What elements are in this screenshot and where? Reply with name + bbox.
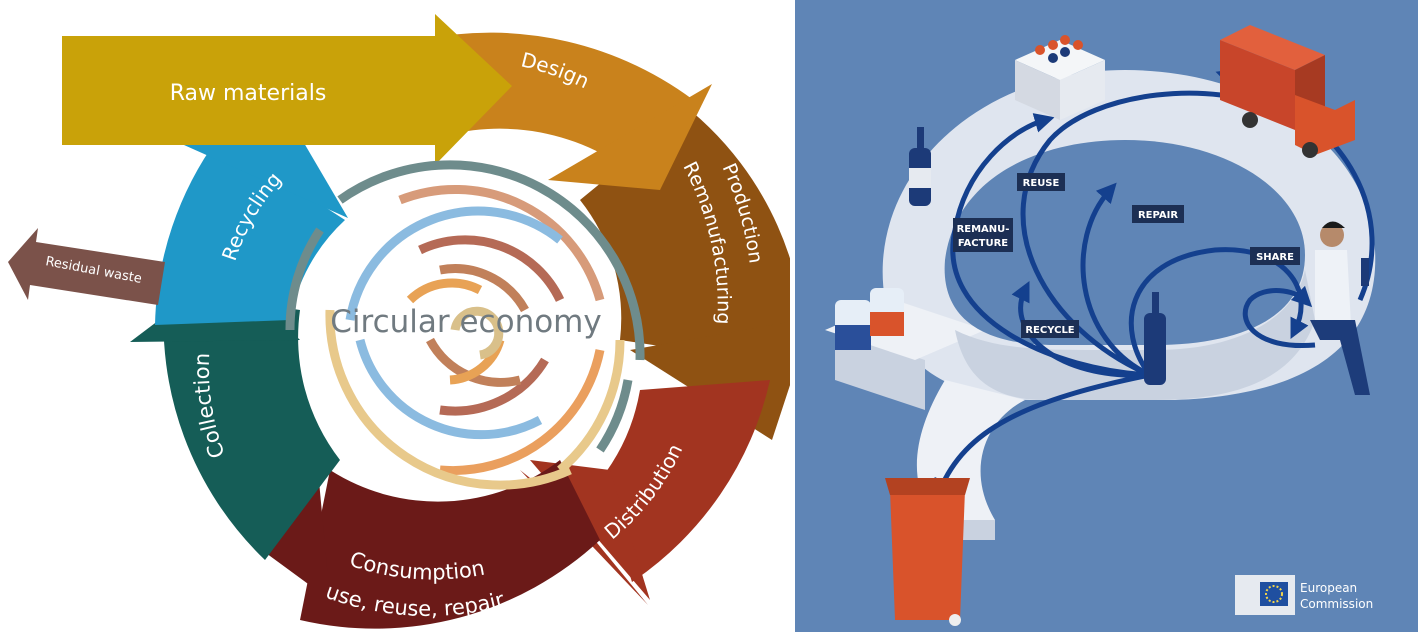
raw-materials-arrow: [62, 14, 512, 165]
logo-line-2: Commission: [1300, 597, 1373, 611]
distribution-segment: [600, 380, 770, 582]
collection-segment: [163, 290, 340, 560]
circular-economy-diagram: Raw materials Design Production Remanufa…: [8, 14, 812, 629]
consumption-arrowhead: [255, 470, 330, 600]
circular-economy-illustration: REUSE REMANU- FACTURE REPAIR SHARE RECYC…: [795, 0, 1418, 632]
crate-icon: [1015, 35, 1105, 120]
jars-icon: [835, 288, 904, 350]
reuse-tag: REUSE: [1017, 173, 1065, 191]
production-arrowhead: [630, 318, 812, 440]
inner-swirl: [285, 160, 645, 490]
illustration-svg: REUSE REMANU- FACTURE REPAIR SHARE RECYC…: [795, 0, 1418, 632]
svg-text:SHARE: SHARE: [1256, 252, 1294, 263]
logo-line-1: European: [1300, 581, 1357, 595]
svg-text:FACTURE: FACTURE: [958, 238, 1008, 249]
svg-text:RECYCLE: RECYCLE: [1025, 325, 1074, 336]
truck-icon: [1220, 25, 1355, 158]
eu-logo: European Commission: [1235, 575, 1373, 615]
recycle-tag: RECYCLE: [1021, 320, 1079, 338]
consumption-segment: [300, 460, 600, 629]
repair-tag: REPAIR: [1132, 205, 1184, 223]
raw-materials-label: Raw materials: [170, 81, 327, 106]
trash-bin-icon: [885, 478, 970, 626]
residual-waste-arrow: [8, 228, 165, 305]
cycle-svg: Raw materials Design Production Remanufa…: [8, 14, 812, 629]
svg-text:REPAIR: REPAIR: [1138, 210, 1178, 221]
person-icon: [1310, 221, 1370, 395]
design-arrowhead: [548, 84, 712, 190]
svg-text:REUSE: REUSE: [1023, 178, 1060, 189]
svg-text:REMANU-: REMANU-: [957, 224, 1010, 235]
bottle-icon: [909, 127, 931, 206]
circular-economy-title: Circular economy: [330, 304, 601, 340]
bottle-icon-2: [1144, 292, 1166, 385]
share-tag: SHARE: [1250, 247, 1300, 265]
remanufacture-tag: REMANU- FACTURE: [953, 218, 1013, 252]
